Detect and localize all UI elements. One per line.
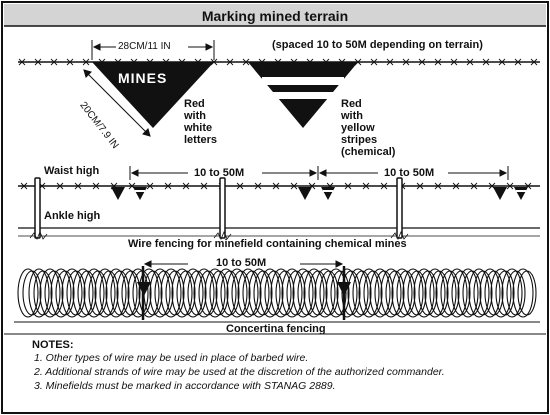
wire-fence-caption: Wire fencing for minefield containing ch… [128,238,407,250]
post-grass [29,230,409,240]
waist-high-label: Waist high [44,165,100,177]
concertina-caption: Concertina fencing [226,323,326,335]
sign-width-dimension [91,40,215,60]
note-1: 1. Other types of wire may be used in pl… [34,352,309,364]
mine-sign-text: MINES [118,70,168,86]
sign-width-label: 28CM/11 IN [118,41,171,52]
fence-posts [34,177,403,239]
title-band [4,4,546,26]
mine-sign [92,62,214,128]
small-chemical-sign [514,187,528,200]
ankle-high-label: Ankle high [44,210,101,222]
note-2: 2. Additional strands of wire may be use… [34,366,445,378]
notes-heading: NOTES: [32,339,74,351]
wire-distance-label-1: 10 to 50M [194,167,245,179]
sign-height-dimension [83,69,151,137]
chemical-sign-caption: Red with yellow stripes (chemical) [341,98,396,158]
spacing-note: (spaced 10 to 50M depending on terrain) [272,39,483,51]
note-3: 3. Minefields must be marked in accordan… [34,380,336,392]
concertina-distance-marker [143,260,344,268]
chemical-sign [248,62,358,128]
concertina-signs [137,282,351,296]
small-mine-sign [111,187,125,200]
wire-fence [18,182,540,237]
mine-sign-caption: Red with white letters [184,98,218,146]
small-mine-sign [493,187,507,200]
wire-distance-label-2: 10 to 50M [384,167,435,179]
concertina-coils [17,268,537,318]
wire-distance-markers [129,166,509,180]
wire-fence-signs [111,187,528,200]
small-chemical-sign [321,187,335,200]
small-chemical-sign [133,187,147,200]
concertina-distance-label: 10 to 50M [216,257,267,269]
page-title: Marking mined terrain [201,8,349,24]
small-mine-sign [298,187,312,200]
